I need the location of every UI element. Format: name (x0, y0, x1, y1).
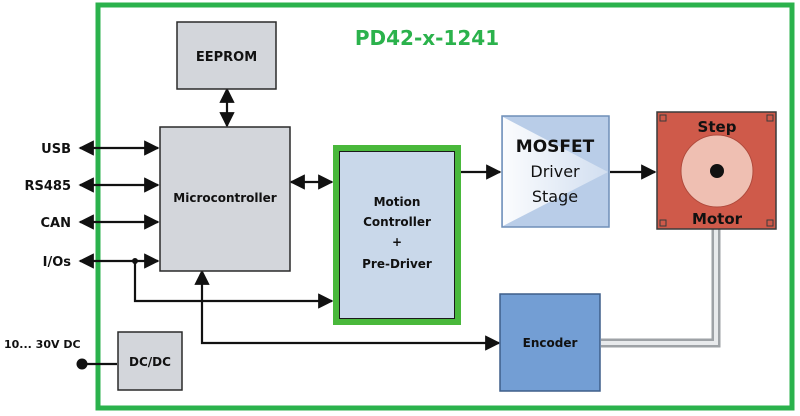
encoder-block (499, 293, 601, 392)
motor-label-line1: Step (698, 118, 737, 136)
motion-controller-block (333, 145, 461, 325)
board-frame (95, 2, 795, 411)
eeprom-label: EEPROM (196, 50, 257, 65)
dcdc-label: DC/DC (129, 355, 171, 369)
power-label: 10... 30V DC (4, 338, 81, 351)
motion-label-line4: Pre-Driver (362, 257, 432, 271)
mosfet-label-line2: Driver (530, 162, 580, 181)
eeprom-block (176, 21, 277, 90)
port-label-usb: USB (41, 142, 71, 157)
mosfet-driver-triangle (503, 117, 608, 226)
mosfet-label-line1: MOSFET (516, 137, 595, 157)
dcdc-block (117, 331, 183, 391)
motion-label-line1: Motion (374, 195, 421, 209)
microcontroller-block (159, 126, 291, 272)
power-input-dot (76, 358, 88, 370)
motor-shaft (601, 229, 721, 348)
motor-label-line2: Motor (692, 210, 743, 228)
encoder-label: Encoder (523, 336, 578, 350)
mcu-encoder-link (194, 269, 501, 351)
motion-label-line3: + (392, 235, 402, 249)
microcontroller-label: Microcontroller (173, 191, 276, 205)
mosfet-label-line3: Stage (532, 187, 578, 206)
motor-shaft-dot (710, 164, 724, 178)
port-label-can: CAN (41, 216, 71, 231)
wires (78, 87, 657, 366)
board-title: PD42-x-1241 (355, 26, 499, 50)
motion-label-line2: Controller (363, 215, 431, 229)
port-label-rs485: RS485 (24, 179, 71, 194)
ios-junction-dot (132, 258, 138, 264)
port-label-ios: I/Os (43, 255, 72, 270)
